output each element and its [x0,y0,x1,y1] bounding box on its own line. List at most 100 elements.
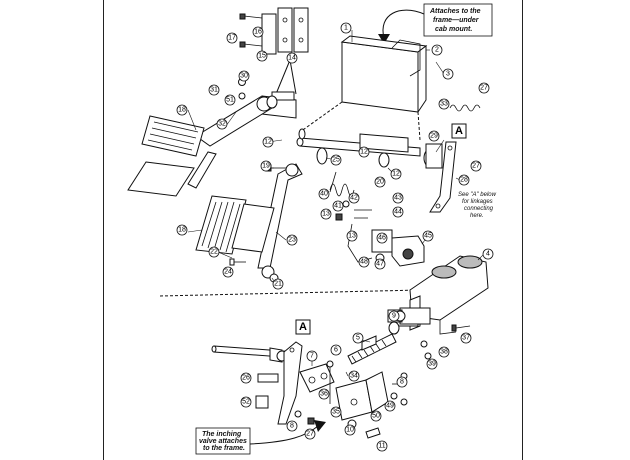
part-bubble-44: 44 [392,206,404,218]
callout-line-1: The inching [202,431,242,438]
section-divider [159,289,421,297]
svg-text:46: 46 [378,235,386,242]
svg-text:6: 6 [334,347,338,354]
part-bubble-45: 45 [422,230,434,242]
callout-line-3: cab mount. [435,26,472,33]
svg-text:8: 8 [400,379,404,386]
part-bubble-52: 52 [240,396,252,408]
pedal-cover-plate-lower [231,203,275,253]
callout-line-1: Attaches to the [429,8,481,15]
part-bubble-39: 39 [426,358,438,370]
part-bubble-28: 28 [458,174,470,186]
part-bubble-37: 37 [460,332,472,344]
svg-text:25: 25 [332,157,340,164]
part-bubble-47: 47 [374,258,386,270]
svg-text:18: 18 [178,227,186,234]
part-bubble-43: 43 [392,192,404,204]
part-bubble-24: 24 [222,266,234,278]
part-bubble-32: 32 [216,118,228,130]
svg-text:44: 44 [394,209,402,216]
part-bubble-10: 10 [344,424,356,436]
inching-valve-callout: The inching valve attaches to the frame. [195,420,326,455]
svg-text:12: 12 [392,171,400,178]
part-bubble-8a: 8 [286,420,298,432]
part-bubble-40: 40 [318,188,330,200]
part-bubble-46: 46 [376,232,388,244]
part-bubble-9: 9 [388,310,400,322]
view-a-text: A [299,321,307,333]
return-spring-40 [329,171,355,197]
svg-text:39: 39 [428,361,436,368]
part-bubble-14: 14 [286,52,298,64]
svg-text:2: 2 [435,47,439,54]
part-bubble-34: 34 [348,370,360,382]
svg-text:27: 27 [472,163,480,170]
svg-text:48: 48 [360,259,368,266]
svg-text:16: 16 [254,29,262,36]
part-bubble-11: 11 [376,440,388,452]
svg-text:9: 9 [392,313,396,320]
svg-text:41: 41 [334,203,342,210]
svg-text:31: 31 [210,87,218,94]
part-bubble-27b: 27 [470,160,482,172]
svg-text:3: 3 [446,71,450,78]
part-bubble-30: 30 [238,70,250,82]
part-bubble-25: 25 [330,154,342,166]
lower-hardware [255,324,471,439]
cab-mount-bracket [299,35,428,141]
arrow-icon [314,420,326,432]
part-bubble-17: 17 [226,32,238,44]
part-bubble-35: 35 [330,406,342,418]
part-bubble-42: 42 [348,192,360,204]
part-bubble-29: 29 [428,130,440,142]
part-bubble-18a: 18 [176,104,188,116]
callout-line-2: valve attaches [199,438,247,445]
diagram-frame [103,0,523,460]
svg-text:18: 18 [178,107,186,114]
svg-text:43: 43 [394,195,402,202]
valve-block [335,371,389,421]
svg-text:51: 51 [226,97,234,104]
svg-text:40: 40 [320,191,328,198]
svg-text:27: 27 [480,85,488,92]
svg-text:30: 30 [240,73,248,80]
part-bubble-33: 33 [438,98,450,110]
svg-text:19: 19 [262,163,270,170]
svg-text:26: 26 [242,375,250,382]
return-spring-33 [449,104,481,112]
part-bubble-13a: 13 [320,208,332,220]
svg-text:4: 4 [486,251,490,258]
linkage-rod [211,345,297,363]
svg-text:34: 34 [350,373,358,380]
frame-mount-callout: Attaches to the frame—under cab mount. [378,3,493,44]
part-bubble-3: 3 [442,68,454,80]
part-bubble-27c: 27 [304,428,316,440]
lower-lever [277,341,303,425]
part-bubble-31: 31 [208,84,220,96]
svg-text:15: 15 [258,53,266,60]
svg-text:17: 17 [228,35,236,42]
pedal-pad-18-upper [141,115,205,157]
part-bubble-22: 22 [208,246,220,258]
callout-line-2: frame—under [433,17,480,24]
part-bubble-13b: 13 [346,230,358,242]
svg-text:50: 50 [372,413,380,420]
svg-text:37: 37 [462,335,470,342]
svg-text:13: 13 [348,233,356,240]
svg-text:24: 24 [224,269,232,276]
part-bubble-49: 49 [384,400,396,412]
note-line-3: connecting [464,206,494,212]
svg-text:13: 13 [322,211,330,218]
svg-text:7: 7 [310,353,314,360]
svg-text:1: 1 [344,25,348,32]
part-number-bubbles: 1 2 3 4 5 6 7 8 8 9 10 11 12 12 12 13 13… [176,22,494,452]
svg-text:42: 42 [350,195,358,202]
note-line-1: See "A" below [458,192,497,198]
part-bubble-5: 5 [352,332,364,344]
part-bubble-26: 26 [240,372,252,384]
lever-28 [425,141,457,213]
part-bubble-41: 41 [332,200,344,212]
part-bubble-36: 36 [318,388,330,400]
